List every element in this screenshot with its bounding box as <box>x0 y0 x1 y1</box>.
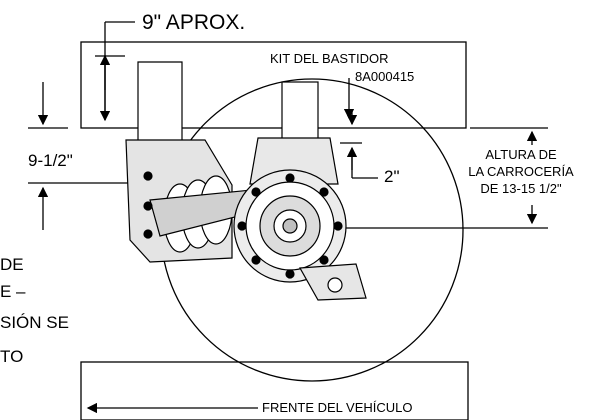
suspension-assembly <box>125 61 367 301</box>
cut-text-line-2: E – <box>0 282 26 301</box>
frame-kit-part-number: 8A000415 <box>355 69 415 84</box>
dimension-top-label: 9" APROX. <box>142 11 246 34</box>
frame-kit-box <box>80 41 467 129</box>
body-height-line-3: DE 13-15 1/2" <box>480 181 562 196</box>
body-height-line-2: LA CARROCERÍA <box>468 164 574 179</box>
frame-kit-title: KIT DEL BASTIDOR <box>270 51 389 66</box>
body-height-line-1: ALTURA DE <box>485 147 557 162</box>
cut-text-line-1: DE <box>0 255 24 274</box>
cut-text-line-4: TO <box>0 347 24 366</box>
cut-text-line-3: SIÓN SE <box>0 313 69 332</box>
vehicle-front-label: FRENTE DEL VEHÍCULO <box>262 400 413 415</box>
vehicle-front-box <box>80 361 469 420</box>
dimension-left-label: 9-1/2" <box>28 151 73 170</box>
dimension-mid-label: 2" <box>384 167 400 186</box>
